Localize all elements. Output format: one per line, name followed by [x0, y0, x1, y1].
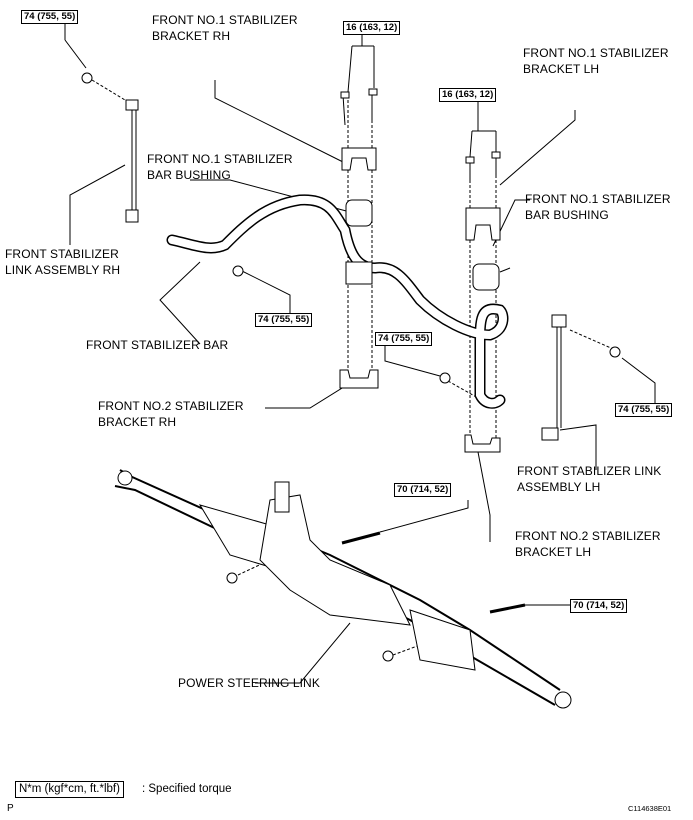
label-front-no2-stabilizer-bracket-lh: FRONT NO.2 STABILIZER BRACKET LH: [515, 529, 661, 559]
label-power-steering-link: POWER STEERING LINK: [178, 676, 320, 690]
legend-unit-box: N*m (kgf*cm, ft.*lbf): [15, 781, 124, 798]
label-front-no2-stabilizer-bracket-rh: FRONT NO.2 STABILIZER BRACKET RH: [98, 399, 244, 429]
label-front-no1-stabilizer-bracket-rh: FRONT NO.1 STABILIZER BRACKET RH: [152, 13, 298, 43]
torque-bracket-lh: 16 (163, 12): [439, 88, 497, 102]
label-front-stabilizer-link-rh: FRONT STABILIZER LINK ASSEMBLY RH: [5, 247, 121, 277]
torque-bracket2-rh: 74 (755, 55): [375, 332, 433, 346]
footer-left-code: P: [7, 803, 14, 814]
torque-rack-upper: 70 (714, 52): [394, 483, 452, 497]
label-bar-bushing-rh: FRONT NO.1 STABILIZER BAR BUSHING: [147, 152, 293, 182]
label-front-stabilizer-link-lh: FRONT STABILIZER LINK ASSEMBLY LH: [517, 464, 662, 494]
legend-text: : Specified torque: [142, 783, 232, 795]
torque-bracket-rh: 16 (163, 12): [343, 21, 401, 35]
torque-link-lh: 74 (755, 55): [615, 403, 673, 417]
label-front-stabilizer-bar: FRONT STABILIZER BAR: [86, 338, 229, 352]
footer-figure-id: C114638E01: [628, 804, 672, 813]
torque-link-rh-top: 74 (755, 55): [21, 10, 79, 24]
label-front-no1-stabilizer-bracket-lh: FRONT NO.1 STABILIZER BRACKET LH: [523, 46, 669, 76]
torque-link-rh-bottom: 74 (755, 55): [255, 313, 313, 327]
label-bar-bushing-lh: FRONT NO.1 STABILIZER BAR BUSHING: [525, 192, 671, 222]
torque-rack-lower: 70 (714, 52): [570, 599, 628, 613]
